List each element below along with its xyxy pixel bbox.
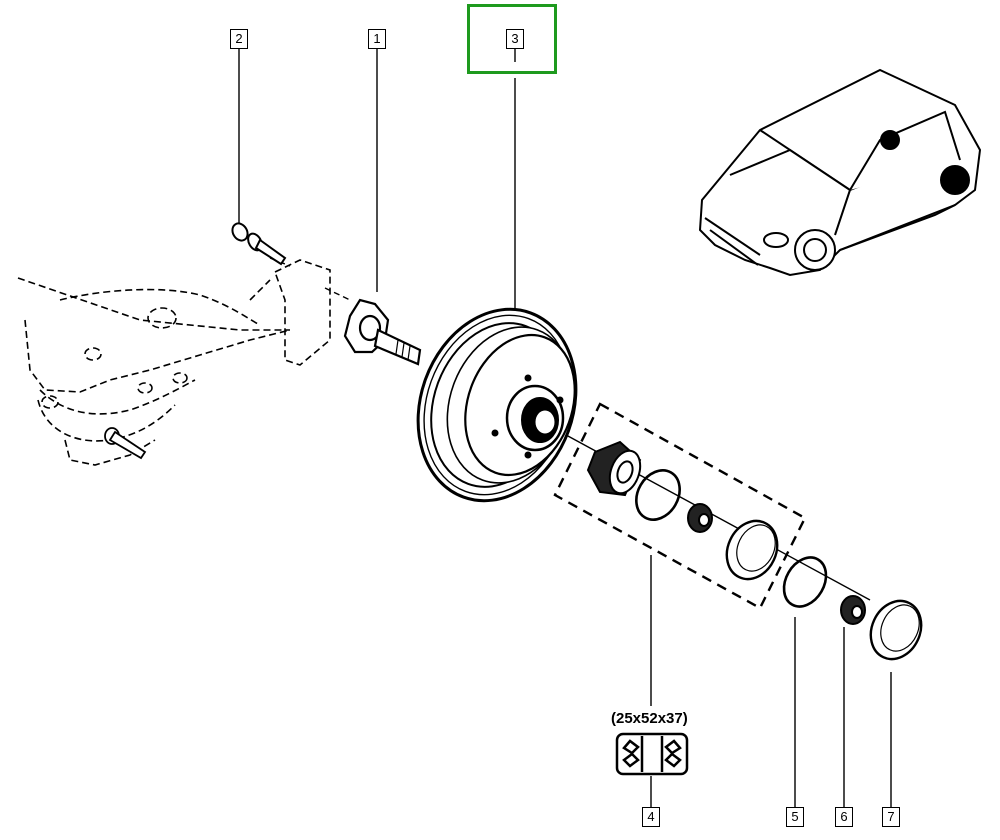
callout-5[interactable]: 5 — [786, 807, 804, 827]
bolt-part-2[interactable] — [229, 221, 287, 266]
leader-lines — [238, 48, 892, 808]
hub-cap-part-7[interactable] — [862, 593, 931, 668]
bearing-kit-group-box — [553, 402, 807, 610]
callout-7[interactable]: 7 — [882, 807, 900, 827]
brake-drum-part-3[interactable] — [392, 287, 602, 523]
bearing-part[interactable] — [586, 440, 646, 497]
callout-2[interactable]: 2 — [230, 29, 248, 49]
callout-4[interactable]: 4 — [642, 807, 660, 827]
callout-6[interactable]: 6 — [835, 807, 853, 827]
circlip-part-5[interactable] — [776, 550, 835, 614]
callout-1[interactable]: 1 — [368, 29, 386, 49]
nut-inner — [687, 503, 713, 533]
subframe-outline — [17, 259, 331, 466]
hub-nut-part-6[interactable] — [840, 595, 866, 625]
car-hatchback-icon — [698, 68, 982, 277]
subframe-bolt — [104, 427, 147, 460]
stub-axle-part-1[interactable] — [343, 298, 422, 366]
callout-3[interactable]: 3 — [506, 29, 524, 49]
double-row-ball-bearing-icon — [615, 732, 689, 776]
selected-part-highlight — [467, 4, 557, 74]
cap-inner — [725, 519, 779, 581]
bearing-size-spec: (25x52x37) — [611, 710, 688, 727]
circlip-inner — [635, 469, 681, 521]
